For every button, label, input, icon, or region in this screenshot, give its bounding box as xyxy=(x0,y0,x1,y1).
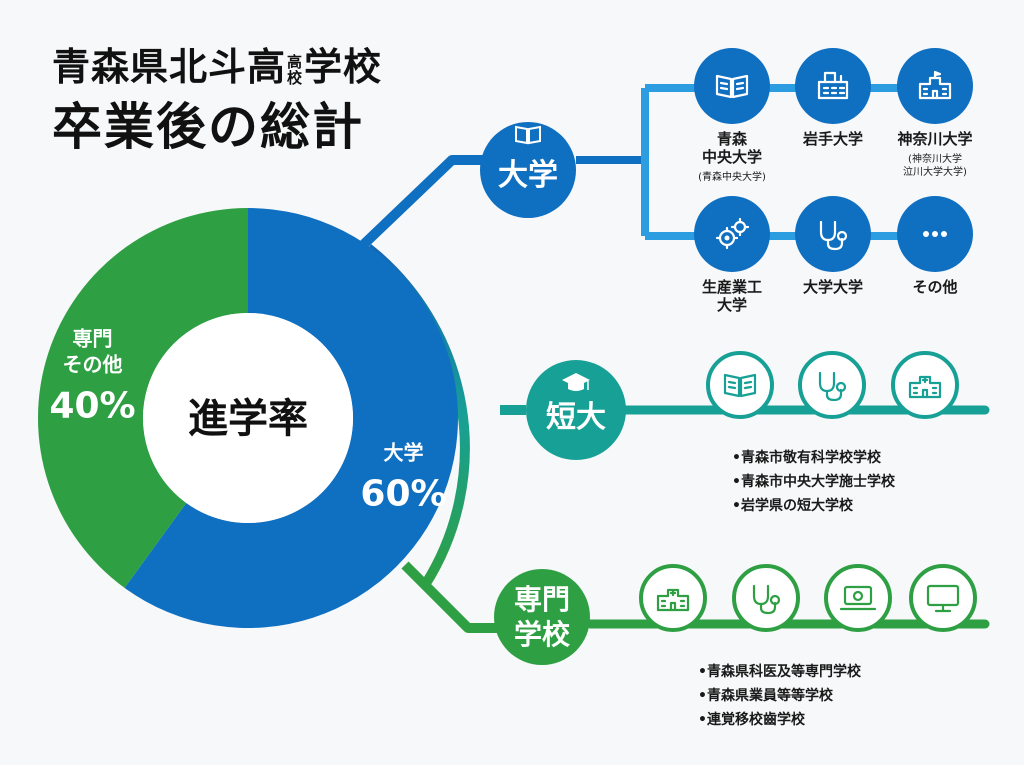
rail-node[interactable] xyxy=(824,564,892,632)
university-node-label: 岩手大学 xyxy=(802,130,863,148)
open-book-icon xyxy=(723,373,757,398)
university-node[interactable]: 大学大学 xyxy=(795,196,871,296)
donut-slice xyxy=(124,208,458,628)
rail-node[interactable] xyxy=(798,351,866,419)
stethoscope-icon xyxy=(819,220,848,251)
junior-list-item: •岩学県の短大学校 xyxy=(732,497,854,514)
rail-node[interactable] xyxy=(706,351,774,419)
title-small-part: 高校 xyxy=(287,52,304,87)
donut-center-label: 進学率 xyxy=(188,396,308,442)
slice-value-label: 60% xyxy=(360,474,446,515)
junior-list-item: •青森市敬有科学校学校 xyxy=(732,449,882,466)
slice-label: その他 xyxy=(63,352,123,376)
rail-node[interactable] xyxy=(639,564,707,632)
university-node-sublabel: (青森中央大学) xyxy=(698,170,766,183)
hospital-building-icon xyxy=(908,375,942,399)
university-node-label: 神奈川大学 xyxy=(897,130,972,148)
hub-junior-college[interactable]: 短大 xyxy=(526,360,626,460)
title-part-c: 学校 xyxy=(304,45,383,89)
slice-value-label: 40% xyxy=(49,385,135,426)
campus-building-icon xyxy=(817,71,849,100)
university-node-label: 大学 xyxy=(717,296,747,314)
connectors xyxy=(358,84,990,633)
vocational-list-item: •青森県業員等等学校 xyxy=(698,687,834,704)
university-node-label: 中央大学 xyxy=(702,148,762,166)
junior-college-nodes xyxy=(706,351,959,419)
university-node[interactable]: 青森中央大学 (青森中央大学) xyxy=(694,48,770,183)
hub-university-label: 大学 xyxy=(498,158,558,193)
hub-vocational[interactable]: 専門 学校 xyxy=(494,569,590,665)
university-node-label: 生産業工 xyxy=(702,278,762,296)
slice-label: 大学 xyxy=(383,441,423,465)
open-book-icon xyxy=(715,74,749,99)
monitor-icon xyxy=(926,584,960,613)
vocational-nodes xyxy=(639,564,977,632)
university-node-sublabel: 泣川大学大学) xyxy=(903,165,967,178)
rail-node[interactable] xyxy=(909,564,977,632)
university-node-label: 大学大学 xyxy=(803,278,863,296)
rail-node[interactable] xyxy=(732,564,800,632)
rail-node[interactable] xyxy=(891,351,959,419)
university-node[interactable]: その他 xyxy=(897,196,973,296)
hub-vocational-line2: 学校 xyxy=(514,618,571,651)
gears-icon xyxy=(715,217,750,250)
laptop-gear-icon xyxy=(839,585,877,611)
junior-school-list: •青森市敬有科学校学校 •青森市中央大学施士学校 •岩学県の短大学校 xyxy=(732,449,896,514)
book-icon xyxy=(515,125,541,145)
stethoscope-icon xyxy=(818,371,847,402)
junior-list-item: •青森市中央大学施士学校 xyxy=(732,473,896,490)
connector-university xyxy=(358,155,488,250)
more-dots-icon xyxy=(923,231,947,237)
page-title-line2: 卒業後の総計 xyxy=(52,98,364,156)
university-node[interactable]: 岩手大学 xyxy=(795,48,871,148)
graduation-cap-icon xyxy=(562,373,590,391)
university-node-label: 青森 xyxy=(717,130,748,148)
donut-slice xyxy=(37,208,248,588)
slice-label: 専門 xyxy=(73,326,113,350)
vocational-list-item: •青森県科医及等専門学校 xyxy=(698,663,862,680)
title-block: 青森県北斗高高校学校 卒業後の総計 xyxy=(52,40,382,160)
title-part-a: 青森県北斗高 xyxy=(52,45,287,89)
hub-vocational-line1: 専門 xyxy=(514,583,570,616)
stethoscope-icon xyxy=(752,584,781,615)
school-building-icon xyxy=(918,70,952,100)
donut-hole xyxy=(143,313,353,523)
university-node-label: その他 xyxy=(912,278,957,296)
page-title-line1: 青森県北斗高高校学校 xyxy=(52,40,382,94)
university-node-sublabel: (神奈川大学 xyxy=(908,152,962,165)
connector-vocational xyxy=(401,561,500,633)
hub-university[interactable]: 大学 xyxy=(480,122,576,218)
hospital-building-icon xyxy=(656,588,690,612)
hub-junior-label: 短大 xyxy=(546,400,606,435)
vocational-list-item: •連覚移校齒学校 xyxy=(698,711,806,728)
vocational-school-list: •青森県科医及等専門学校 •青森県業員等等学校 •連覚移校齒学校 xyxy=(698,663,862,728)
